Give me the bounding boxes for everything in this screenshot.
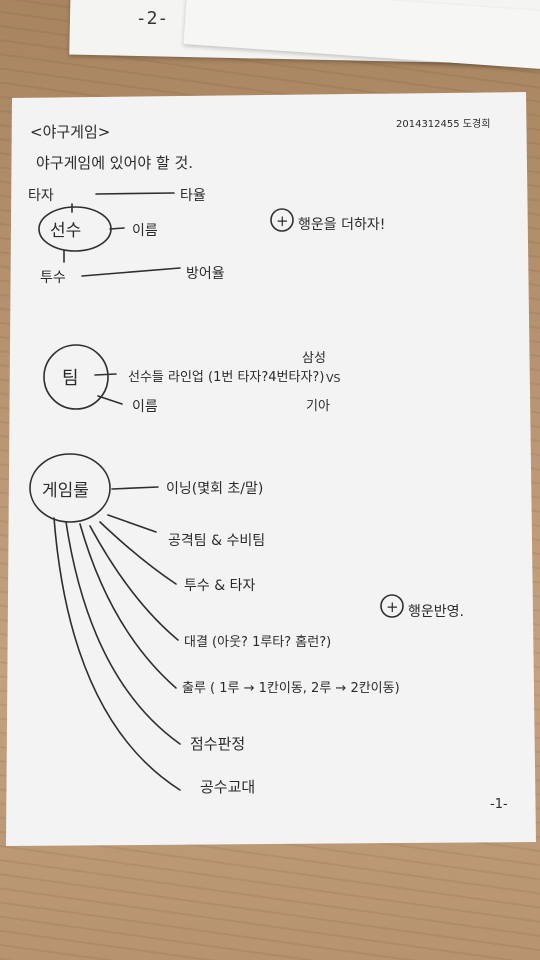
bonus-1-symbol: +	[276, 212, 289, 230]
previous-page-number: -2-	[135, 8, 169, 29]
batter-stat-batting-average: 타율	[180, 188, 206, 204]
rule-connector-3	[99, 521, 177, 585]
player-name-connector	[109, 227, 125, 230]
pitcher-connector-line	[81, 267, 181, 277]
team-center-label: 팀	[62, 368, 79, 389]
rule-offense-defense: 공격팀 & 수비팀	[168, 533, 265, 549]
rule-connector-5	[79, 523, 177, 689]
bonus-2-symbol: +	[386, 598, 399, 616]
rule-scoring: 점수판정	[190, 735, 245, 753]
matchup-team-kia: 기아	[306, 399, 330, 414]
rule-connector-1	[111, 486, 159, 490]
batter-connector-line	[95, 192, 175, 195]
game-rules-circle	[29, 453, 111, 523]
team-branch-lineup: 선수들 라인업 (1번 타자?4번타자?)	[128, 370, 324, 385]
rule-advance: 출루 ( 1루 → 1칸이동, 2루 → 2칸이동)	[182, 681, 400, 696]
bonus-2-text: 행운반영.	[408, 604, 464, 620]
team-name-connector	[97, 395, 123, 405]
rule-connector-6	[65, 521, 181, 745]
rule-connector-7	[53, 517, 181, 791]
rule-connector-4	[89, 525, 179, 641]
matchup-vs: VS	[326, 372, 341, 385]
player-branch-batter: 타자	[28, 188, 54, 204]
plus-circle-icon-2	[380, 594, 404, 618]
paper-sheet	[6, 92, 536, 846]
author-id-name: 2014312455 도경희	[396, 117, 490, 130]
bonus-1-text: 행운을 더하자!	[298, 217, 385, 233]
pitcher-stat-era: 방어율	[186, 266, 225, 282]
player-center-label: 선수	[50, 221, 81, 241]
team-branch-name: 이름	[132, 399, 158, 415]
game-rules-center-label: 게임룰	[42, 481, 89, 501]
matchup-team-samsung: 삼성	[302, 351, 326, 366]
rule-inning: 이닝(몇회 초/말)	[166, 481, 263, 497]
rule-pitcher-batter: 투수 & 타자	[184, 578, 255, 594]
rule-inning-switch: 공수교대	[200, 778, 255, 796]
rule-matchup: 대결 (아웃? 1루타? 홈런?)	[184, 635, 331, 650]
plus-circle-icon	[270, 208, 294, 232]
page-number: -1-	[490, 797, 508, 812]
note-title: <야구게임>	[30, 123, 110, 141]
rule-connector-2	[107, 514, 157, 533]
team-lineup-connector	[94, 373, 117, 376]
player-branch-pitcher: 투수	[40, 270, 66, 286]
note-subtitle: 야구게임에 있어야 할 것.	[36, 154, 193, 172]
player-branch-name: 이름	[132, 223, 158, 239]
team-circle	[43, 344, 109, 410]
